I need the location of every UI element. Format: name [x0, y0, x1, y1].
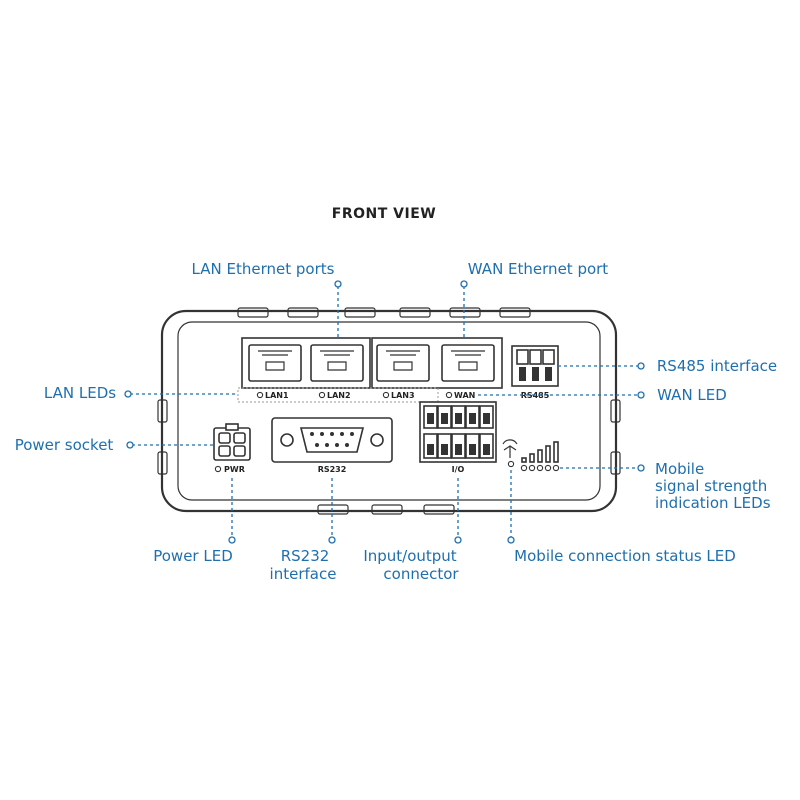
lan2-led: [318, 391, 326, 399]
label-mobile-signal-line1: Mobile: [655, 460, 704, 478]
power-socket: [213, 423, 251, 461]
lan1-led: [256, 391, 264, 399]
signal-led-1: [520, 464, 528, 472]
callout-lan-ethernet-ports: LAN Ethernet ports: [192, 260, 342, 340]
label-io-line2: connector: [383, 565, 459, 583]
signal-strength-icon: [521, 441, 559, 463]
lan2-port: [310, 344, 364, 382]
mobile-status-led: [507, 460, 515, 468]
callout-power-led: Power LED: [153, 478, 236, 565]
signal-led-4: [544, 464, 552, 472]
lan1-marking: LAN1: [265, 391, 289, 400]
callout-mobile-signal-leds: Mobile signal strength indication LEDs: [560, 460, 771, 512]
label-mobile-signal-line3: indication LEDs: [655, 494, 771, 512]
rs232-port: [271, 417, 393, 463]
label-io-line1: Input/output: [363, 547, 456, 565]
lan2-marking: LAN2: [327, 391, 351, 400]
lan3-marking: LAN3: [391, 391, 415, 400]
callout-wan-ethernet-port: WAN Ethernet port: [460, 260, 609, 340]
label-rs485-interface: RS485 interface: [657, 357, 777, 375]
lan1-port: [248, 344, 302, 382]
io-marking: I/O: [452, 465, 465, 474]
label-mobile-connection-status-led: Mobile connection status LED: [514, 547, 736, 565]
callout-io-connector: Input/output connector: [363, 478, 462, 583]
label-rs232-line2: interface: [270, 565, 337, 583]
label-wan-ethernet-port: WAN Ethernet port: [468, 260, 609, 278]
signal-led-3: [536, 464, 544, 472]
diagram-title: FRONT VIEW: [332, 206, 436, 222]
power-led: [214, 465, 222, 473]
label-lan-leds: LAN LEDs: [44, 384, 116, 402]
signal-led-2: [528, 464, 536, 472]
label-rs232-line1: RS232: [281, 547, 330, 565]
label-lan-ethernet-ports: LAN Ethernet ports: [192, 260, 335, 278]
rs485-marking: RS485: [521, 391, 550, 400]
label-power-socket: Power socket: [15, 436, 114, 454]
label-mobile-signal-line2: signal strength: [655, 477, 767, 495]
lan-led-group-box: [237, 387, 439, 403]
lan3-wan-ports: [371, 337, 503, 389]
lan3-port: [376, 344, 430, 382]
callout-wan-led: WAN LED: [478, 386, 727, 404]
wan-marking: WAN: [454, 391, 475, 400]
wan-led: [445, 391, 453, 399]
rs485-terminal: [511, 345, 559, 387]
callout-lan-leds: LAN LEDs: [44, 384, 238, 402]
wan-port: [441, 344, 495, 382]
callout-rs485-interface: RS485 interface: [558, 357, 777, 375]
callout-mobile-connection-status-led: Mobile connection status LED: [507, 470, 736, 565]
signal-led-5: [552, 464, 560, 472]
callout-rs232-interface: RS232 interface: [270, 478, 337, 583]
label-power-led: Power LED: [153, 547, 233, 565]
callout-power-socket: Power socket: [15, 436, 214, 454]
lan3-led: [382, 391, 390, 399]
io-connector: [419, 401, 497, 463]
antenna-icon: [502, 439, 518, 458]
label-wan-led: WAN LED: [657, 386, 727, 404]
rs232-marking: RS232: [318, 465, 347, 474]
lan-ethernet-ports: [241, 337, 371, 389]
pwr-marking: PWR: [224, 465, 245, 474]
